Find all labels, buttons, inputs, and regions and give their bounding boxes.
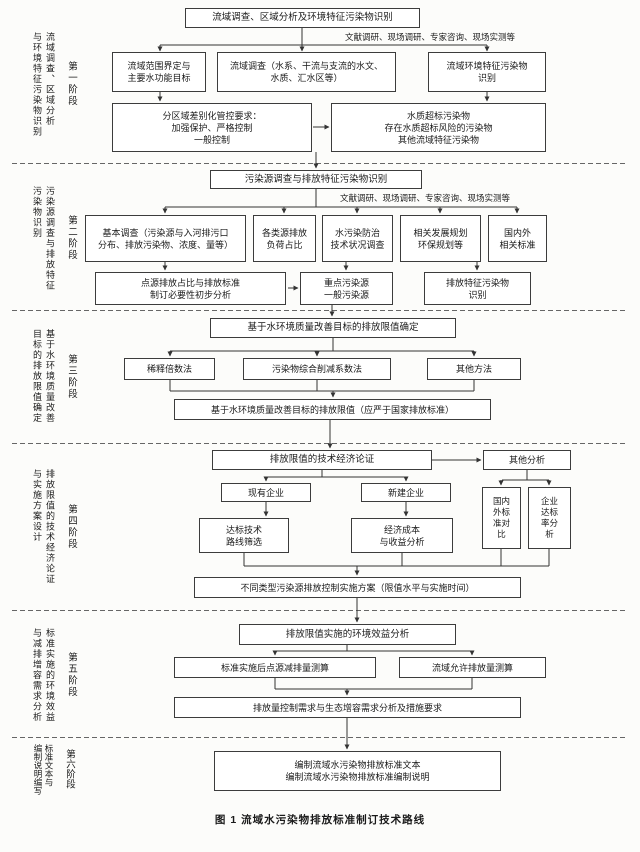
node-key-general-sources: 重点污染源 一般污染源 <box>300 272 393 305</box>
stage-5-desc: 标准实施的环境效益 与减排增容需求分析 <box>32 627 55 723</box>
node-exceedance-pollutants: 水质超标污染物 存在水质超标风险的污染物 其他流域特征污染物 <box>331 103 546 152</box>
node-comprehensive-reduction-coefficient-method: 污染物综合削减系数法 <box>243 358 391 380</box>
note-survey-methods-2: 文献调研、现场调研、专家咨询、现场实测等 <box>340 193 511 203</box>
stage-2-desc: 污染源调查与排放特征 污染物识别 <box>32 185 55 291</box>
stage-5-number: 第五阶段 <box>66 652 77 698</box>
node-control-and-capacity-demand: 排放量控制需求与生态增容需求分析及措施要求 <box>174 697 521 718</box>
stage-6-number: 第六阶段 <box>64 749 75 789</box>
stage-4-number: 第四阶段 <box>66 503 77 550</box>
node-other-analysis: 其他分析 <box>483 450 571 470</box>
stage-3-label: 基于水环境质量改善 目标的排放限值确定 第三阶段 <box>14 315 94 438</box>
node-implementation-scheme: 不同类型污染源排放控制实施方案（限值水平与实施时间） <box>194 577 521 598</box>
node-dilution-multiple-method: 稀释倍数法 <box>124 358 215 380</box>
stage-3-number: 第三阶段 <box>66 353 77 400</box>
stage-5-label: 标准实施的环境效益 与减排增容需求分析 第五阶段 <box>14 618 94 732</box>
node-characteristic-pollutant-id: 流域环境特征污染物 识别 <box>428 52 546 92</box>
node-zoned-control-requirements: 分区域差别化管控要求： 加强保护、严格控制 一般控制 <box>112 103 312 152</box>
node-compliance-rate-analysis: 企业 达标 率分 析 <box>528 487 571 549</box>
node-pollution-source-survey-main: 污染源调查与排放特征污染物识别 <box>210 170 422 189</box>
node-existing-enterprises: 现有企业 <box>221 483 311 502</box>
node-other-methods: 其他方法 <box>427 358 521 380</box>
figure-caption: 图 1 流域水污染物排放标准制订技术路线 <box>214 814 426 826</box>
stage-1-desc: 流域调查、区域分析 与环境特征污染物识别 <box>32 31 55 137</box>
node-allowable-discharge-estimate: 流域允许排放量测算 <box>399 657 546 678</box>
node-watershed-scope: 流域范围界定与 主要水功能目标 <box>112 52 206 92</box>
node-standard-comparison: 国内 外标 准对 比 <box>482 487 521 549</box>
node-watershed-investigation: 流域调查（水系、干流与支流的水文、 水质、汇水区等） <box>217 52 396 92</box>
node-environmental-benefit-analysis-main: 排放限值实施的环境效益分析 <box>239 624 456 645</box>
node-new-enterprises: 新建企业 <box>361 483 451 502</box>
node-quality-based-discharge-limit: 基于水环境质量改善目标的排放限值（应严于国家排放标准） <box>174 399 491 420</box>
node-discharge-characteristic-pollutants: 排放特征污染物 识别 <box>424 272 531 305</box>
stage-3-desc: 基于水环境质量改善 目标的排放限值确定 <box>32 329 55 424</box>
stage-1-label: 流域调查、区域分析 与环境特征污染物识别 第一阶段 <box>14 8 94 160</box>
stage-2-number: 第二阶段 <box>66 215 77 261</box>
node-treatment-tech-survey: 水污染防治 技术状况调查 <box>322 215 393 262</box>
node-cost-benefit-analysis: 经济成本 与收益分析 <box>351 518 453 553</box>
node-standard-text-compilation: 编制流域水污染物排放标准文本 编制流域水污染物排放标准编制说明 <box>214 751 501 791</box>
node-compliance-tech-route: 达标技术 路线筛选 <box>199 518 289 553</box>
stage-4-label: 排放限值的技术经济论证 与实施方案设计 第四阶段 <box>14 448 94 605</box>
node-point-source-share-analysis: 点源排放占比与排放标准 制订必要性初步分析 <box>95 272 286 305</box>
node-techno-economic-demonstration-main: 排放限值的技术经济论证 <box>212 450 432 470</box>
stage-2-label: 污染源调查与排放特征 污染物识别 第二阶段 <box>14 168 94 308</box>
node-domestic-foreign-standards: 国内外 相关标准 <box>488 215 547 262</box>
node-point-source-reduction-estimate: 标准实施后点源减排量测算 <box>174 657 376 678</box>
node-basic-survey: 基本调查（污染源与入河排污口 分布、排放污染物、浓度、量等） <box>85 215 246 262</box>
node-related-plans: 相关发展规划 环保规划等 <box>400 215 481 262</box>
note-survey-methods-1: 文献调研、现场调研、专家咨询、现场实测等 <box>345 32 516 42</box>
stage-1-number: 第一阶段 <box>66 61 77 107</box>
node-watershed-survey-main: 流域调查、区域分析及环境特征污染物识别 <box>185 8 420 28</box>
node-limit-determination-main: 基于水环境质量改善目标的排放限值确定 <box>210 318 456 338</box>
stage-4-desc: 排放限值的技术经济论证 与实施方案设计 <box>32 468 55 585</box>
stage-6-label: 标准文本与 编制说明编写 第六阶段 <box>14 740 94 798</box>
node-source-load-share: 各类源排放 负荷占比 <box>253 215 316 262</box>
stage-6-desc: 标准文本与 编制说明编写 <box>33 743 54 795</box>
